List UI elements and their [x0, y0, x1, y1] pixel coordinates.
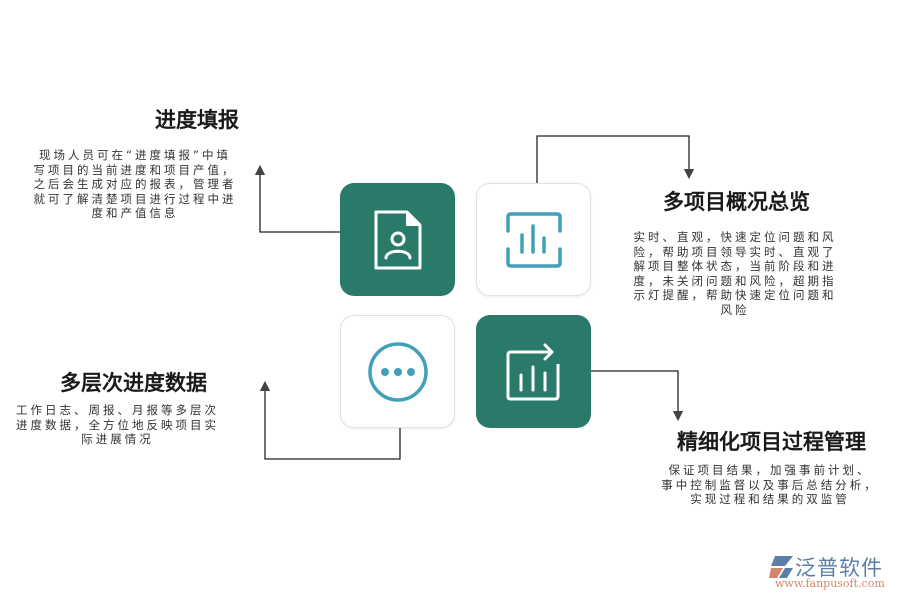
title-progress-report: 进度填报: [155, 107, 239, 132]
desc-line: 度和产值信息: [91, 206, 179, 220]
desc-line: 示灯提醒，帮助快速定位问题和: [633, 288, 837, 302]
title-process-management: 精细化项目过程管理: [677, 429, 866, 454]
desc-line: 就可了解清楚项目进行过程中进: [33, 191, 237, 206]
desc-line: 进度数据，全方位地反映项目实: [16, 417, 219, 432]
desc-line: 风险: [720, 302, 750, 317]
tile-progress-report: [340, 183, 455, 296]
desc-multi-level-data: 工作日志、周报、月报等多层次 进度数据，全方位地反映项目实 际进展情况: [5, 403, 230, 447]
desc-line: 实现过程和结果的双监管: [690, 492, 850, 506]
scan-chart-icon: [505, 211, 562, 268]
desc-line: 解项目整体状态，当前阶段和进: [633, 259, 837, 273]
title-multi-level-data: 多层次进度数据: [60, 370, 207, 395]
desc-line: 险，帮助项目领导实时、直观了: [633, 244, 837, 259]
desc-line: 实时、直观，快速定位问题和风: [633, 230, 837, 244]
document-user-icon: [374, 210, 421, 269]
tile-process-management: [476, 315, 591, 428]
desc-line: 之后会生成对应的报表，管理者: [33, 177, 237, 191]
logo-url: www.fanpusoft.com: [775, 577, 885, 590]
desc-line: 度，未关闭问题和风险，超期指: [633, 273, 837, 288]
desc-line: 写项目的当前进度和项目产值，: [33, 162, 237, 177]
desc-multi-project-overview: 实时、直观，快速定位问题和风 险，帮助项目领导实时、直观了 解项目整体状态，当前…: [620, 230, 850, 317]
chart-export-icon: [506, 343, 559, 400]
desc-progress-report: 现场人员可在“进度填报”中填 写项目的当前进度和项目产值， 之后会生成对应的报表…: [20, 148, 250, 221]
logo-name: 泛普软件: [795, 556, 883, 580]
desc-line: 现场人员可在“进度填报”中填: [39, 148, 231, 162]
brand-logo: 泛普软件 www.fanpusoft.com: [765, 552, 895, 592]
desc-process-management: 保证项目结果，加强事前计划、 事中控制监督以及事后总结分析， 实现过程和结果的双…: [650, 463, 890, 507]
more-dots-icon: [367, 341, 428, 402]
tile-multi-project-overview: [476, 183, 591, 296]
desc-line: 工作日志、周报、月报等多层次: [16, 403, 219, 417]
logo-mark-icon: [769, 556, 793, 578]
desc-line: 际进展情况: [81, 432, 154, 446]
desc-line: 保证项目结果，加强事前计划、: [668, 463, 872, 477]
title-multi-project-overview: 多项目概况总览: [663, 189, 810, 214]
tile-multi-level-data: [340, 315, 455, 428]
desc-line: 事中控制监督以及事后总结分析，: [661, 477, 879, 492]
